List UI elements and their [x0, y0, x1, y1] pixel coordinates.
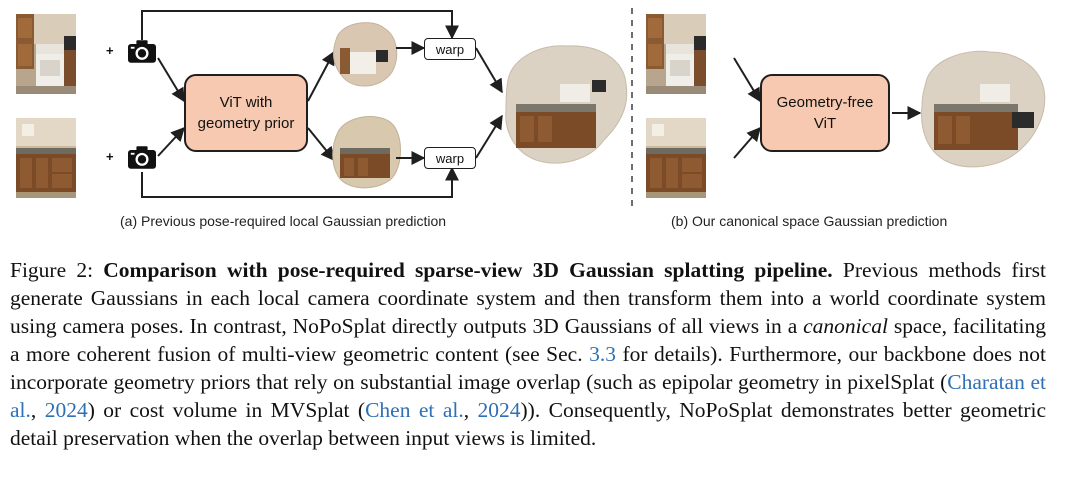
geometry-free-vit-box: Geometry-free ViT — [760, 74, 890, 152]
camera-icon — [128, 146, 156, 169]
vit-box-label-line-1: ViT with — [219, 94, 273, 111]
arrow-to-local-gaussians-2 — [307, 127, 335, 162]
input-view-2-image — [16, 118, 76, 198]
arrow-to-vit-b-2 — [733, 126, 761, 159]
vit-with-geometry-prior-box: ViT with geometry prior — [184, 74, 308, 152]
input-view-1-image — [646, 14, 706, 94]
camera-icon — [128, 40, 156, 63]
vit-box-label-line-2: geometry prior — [197, 115, 295, 132]
arrow-to-vit-1 — [157, 57, 185, 103]
canonical-gaussians — [921, 50, 1046, 168]
figure-label: Figure 2: — [10, 258, 94, 282]
geometry-free-box-label-line-1: Geometry-free — [776, 94, 874, 111]
arrow-to-vit-b-1 — [733, 57, 761, 103]
figure-2: + + ViT with geometry prior warp warp Ge… — [16, 8, 1046, 229]
arrow-to-fused-1 — [475, 47, 503, 94]
arrow-to-fused-2 — [475, 114, 503, 159]
pose-skip-arrow-top — [141, 10, 459, 40]
plus-sign: + — [106, 149, 114, 164]
local-gaussians-view-2 — [332, 116, 401, 189]
arrow-to-vit-2 — [157, 126, 185, 157]
citation-year-link[interactable]: 2024 — [477, 398, 521, 422]
citation-year-link[interactable]: 2024 — [44, 398, 88, 422]
geometry-free-box-label-line-2: ViT — [813, 115, 837, 132]
citation-separator: , — [463, 398, 478, 422]
caption-body: for details). Furthermore, our backbone … — [10, 342, 1046, 394]
caption-emphasis: canonical — [803, 314, 888, 338]
caption-body: Previous methods first generate Gaussian… — [10, 258, 1047, 338]
citation-separator: , — [30, 398, 45, 422]
warp-box-top: warp — [424, 38, 476, 60]
local-gaussians-view-1 — [333, 22, 398, 87]
caption-body: )). Consequently, NoPoSplat demonstrates… — [10, 398, 1047, 450]
caption-body: space, facilitating a more coherent fusi… — [10, 314, 1046, 366]
warp-label: warp — [435, 41, 465, 57]
pipeline-diagram — [16, 8, 1046, 212]
plus-sign: + — [106, 43, 114, 58]
fused-gaussians-world-space — [505, 45, 628, 164]
input-view-2-image — [646, 118, 706, 198]
section-link[interactable]: 3.3 — [589, 342, 616, 366]
caption-title: Comparison with pose-required sparse-vie… — [103, 258, 833, 282]
citation-link-chen[interactable]: Chen et al. — [365, 398, 464, 422]
warp-box-bottom: warp — [424, 147, 476, 169]
figure-caption: Figure 2: Comparison with pose-required … — [10, 256, 1046, 452]
pose-skip-arrow-bottom — [141, 166, 459, 198]
subfigure-caption-b: (b) Our canonical space Gaussian predict… — [671, 213, 948, 229]
caption-body: ) or cost volume in MVSplat ( — [87, 398, 366, 422]
warp-label: warp — [435, 150, 465, 166]
subfigure-caption-a: (a) Previous pose-required local Gaussia… — [120, 213, 447, 229]
input-view-1-image — [16, 14, 76, 94]
arrow-to-local-gaussians-1 — [307, 50, 335, 102]
citation-link-charatan[interactable]: Charatan et al. — [10, 370, 1046, 422]
